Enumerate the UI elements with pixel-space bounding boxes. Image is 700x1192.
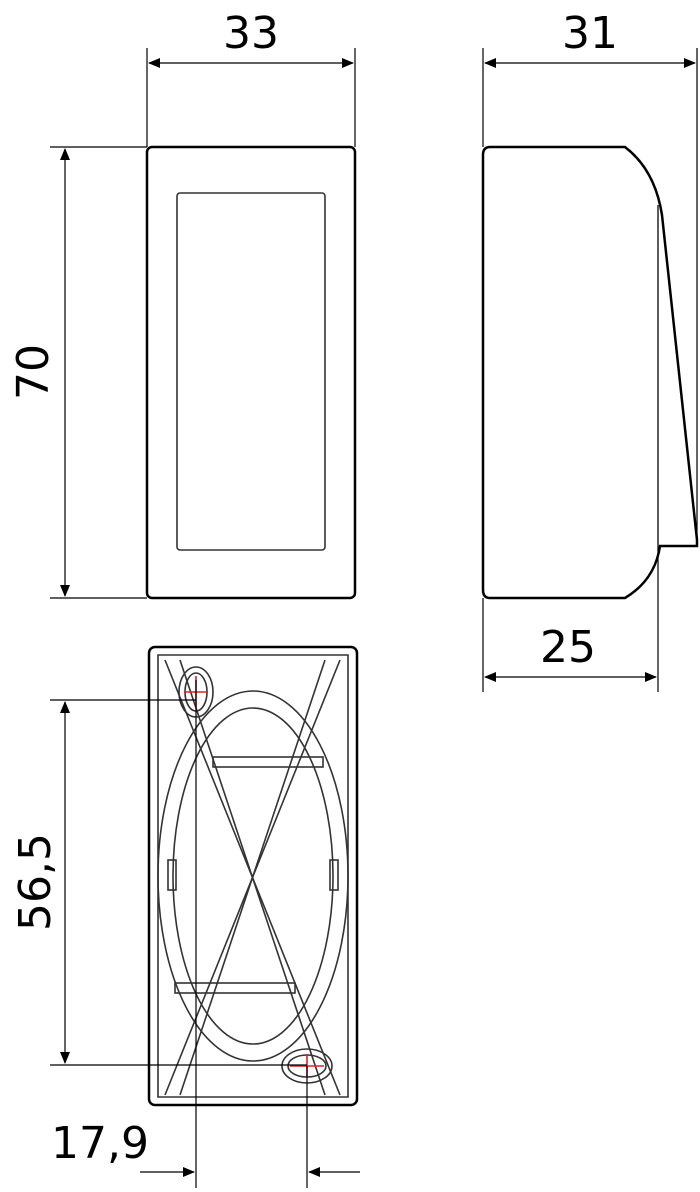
dimension-width-front: 33 xyxy=(146,8,356,147)
dimension-label-25: 25 xyxy=(540,622,596,673)
dimension-depth: 31 xyxy=(482,8,698,540)
dimension-hole-horizontal: 17,9 xyxy=(51,680,360,1188)
dimension-label-31: 31 xyxy=(562,8,618,59)
dimension-label-17-9: 17,9 xyxy=(51,1118,149,1169)
dimension-label-56-5: 56,5 xyxy=(10,833,61,931)
front-view xyxy=(145,145,357,600)
dimension-base-depth: 25 xyxy=(482,546,659,692)
dimension-label-70: 70 xyxy=(8,344,59,400)
dimension-label-33: 33 xyxy=(223,8,279,59)
back-view xyxy=(147,645,359,1107)
dimension-hole-vertical: 56,5 xyxy=(10,699,307,1066)
side-view xyxy=(481,145,699,600)
dimension-height: 70 xyxy=(8,146,147,599)
